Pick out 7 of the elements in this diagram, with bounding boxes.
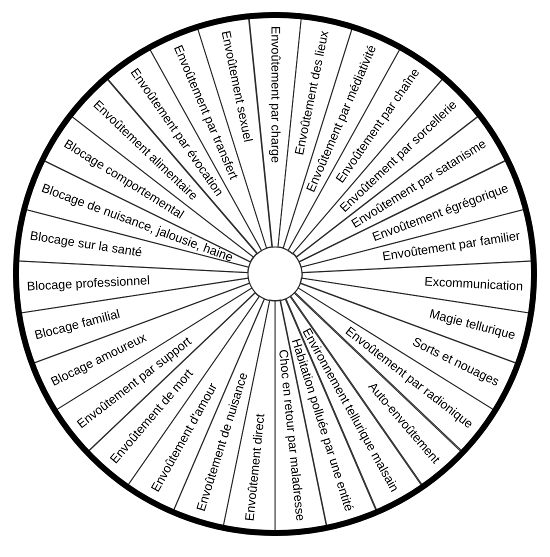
segment-label: Blocage professionnel	[26, 272, 151, 294]
segment-label: Blocage familial	[33, 306, 122, 342]
segment-label: Envoûtement direct	[242, 412, 268, 522]
segment-label: Envoûtement par charge	[267, 26, 282, 163]
segment-label: Blocage sur la santé	[28, 229, 143, 261]
segment-label: Magie tellurique	[428, 306, 517, 342]
segment-label: Excommunication	[424, 274, 524, 294]
